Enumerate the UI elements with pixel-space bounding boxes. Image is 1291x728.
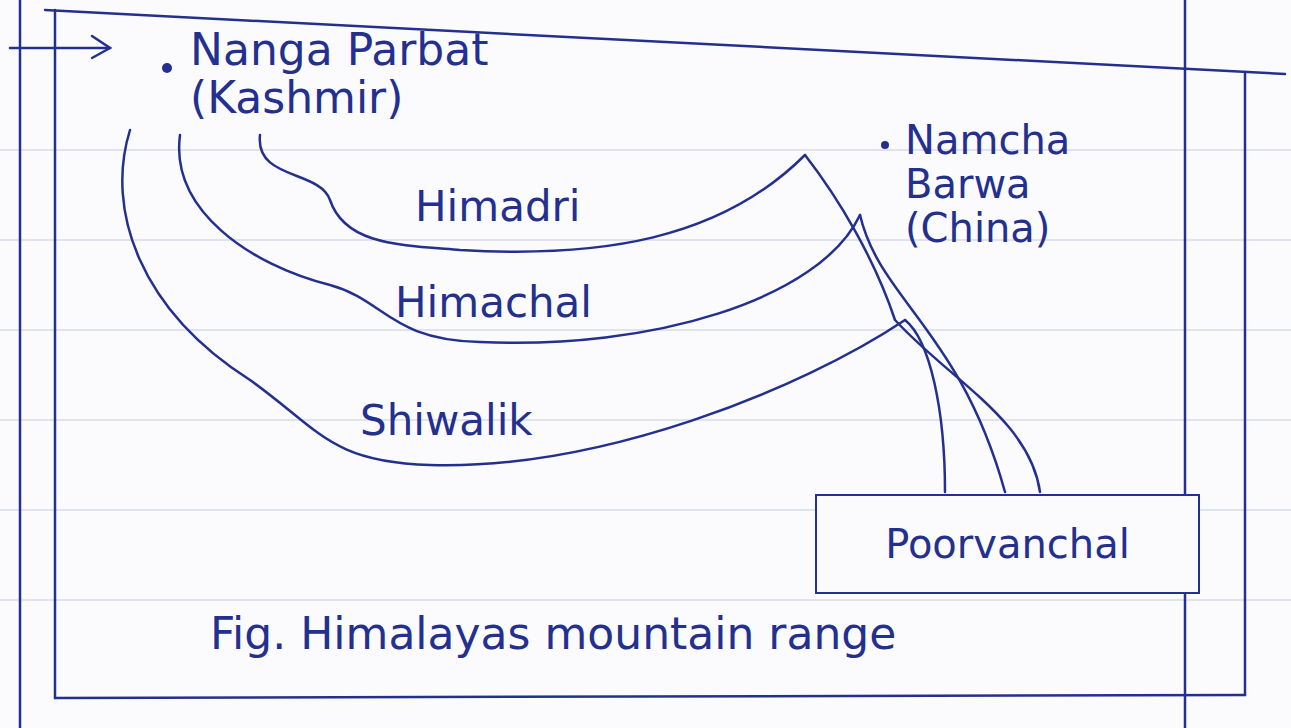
box-text: Poorvanchal	[885, 521, 1130, 567]
figure-caption: Fig. Himalayas mountain range	[210, 610, 896, 658]
range-box: Poorvanchal	[815, 494, 1200, 594]
range-label: Shiwalik	[360, 398, 533, 444]
range-label: Namcha Barwa (China)	[905, 118, 1120, 250]
range-label: Himadri	[415, 184, 581, 230]
range-label: Himachal	[395, 280, 592, 326]
range-label: Nanga Parbat (Kashmir)	[190, 26, 550, 123]
